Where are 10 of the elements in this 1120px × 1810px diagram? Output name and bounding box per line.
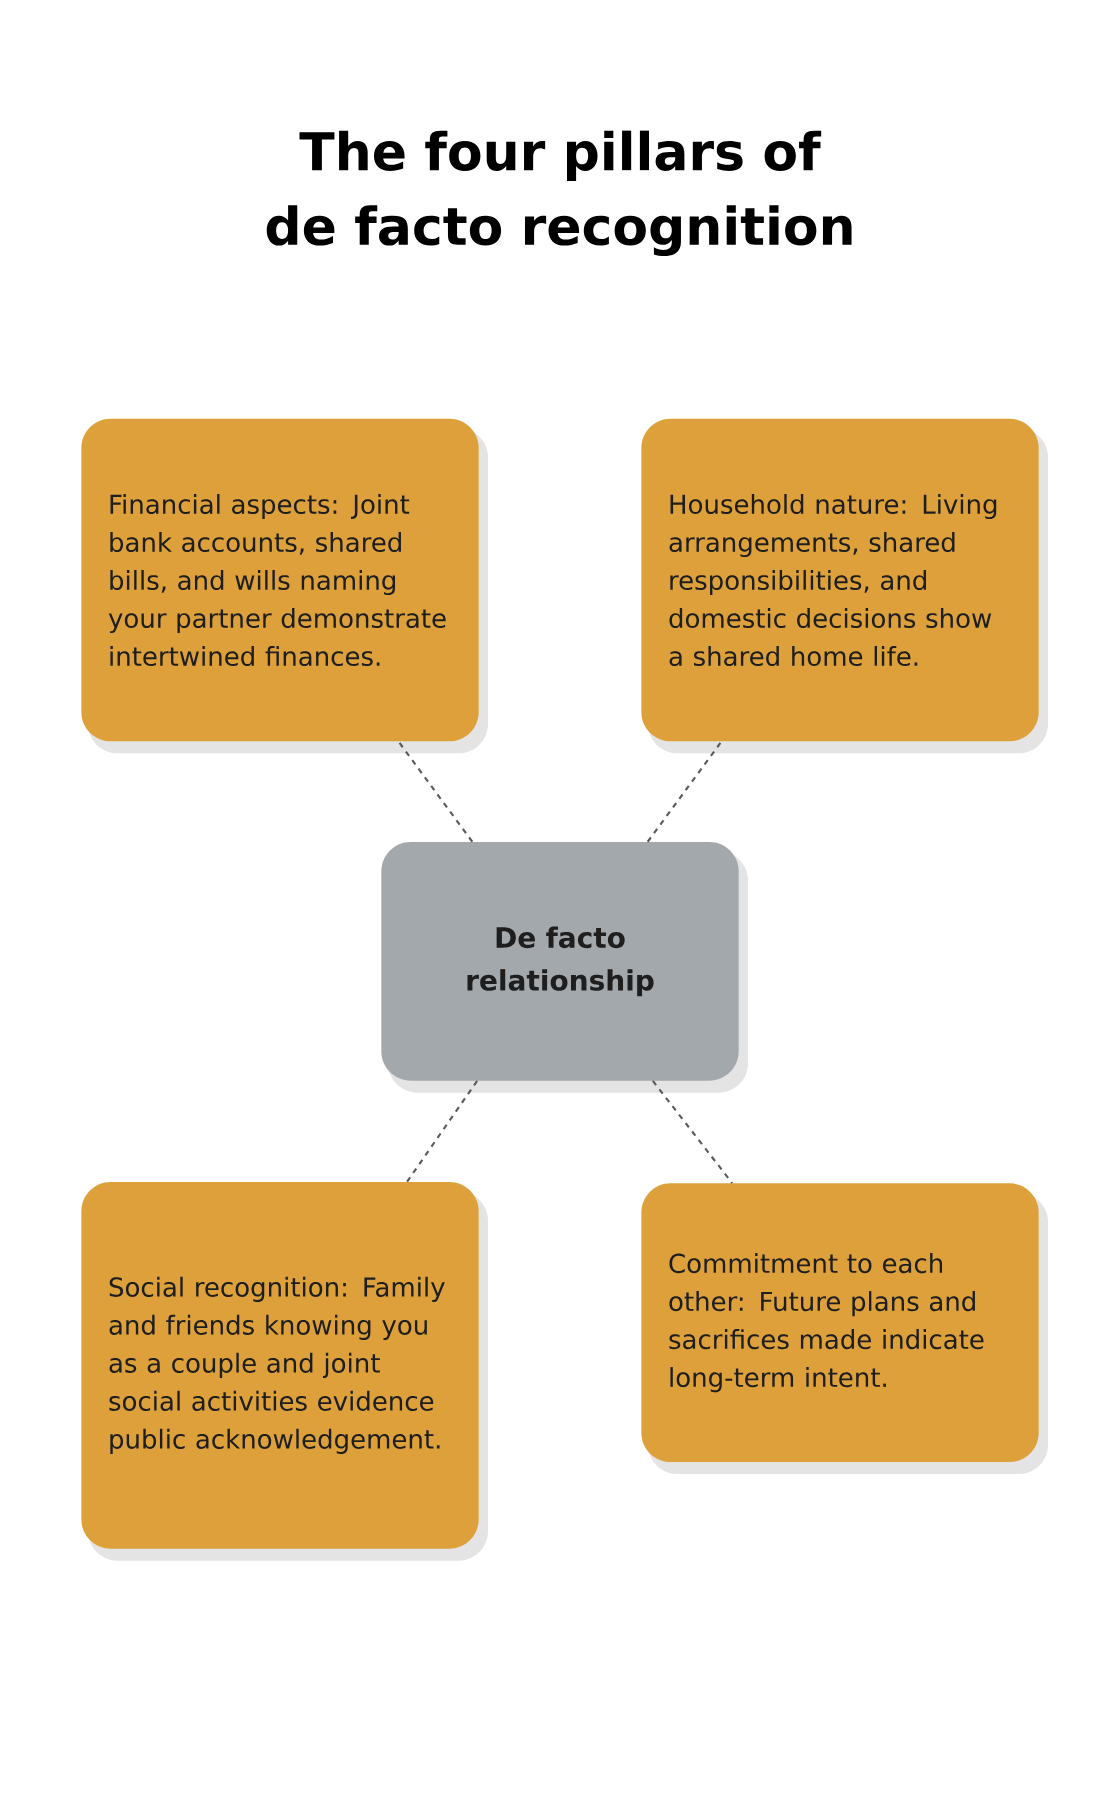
pillar-box: Commitment to each other: Future plans and sacrifices made indicate long-term intent. — [641, 1183, 1048, 1474]
connector-line — [646, 741, 723, 843]
connector-line — [652, 1080, 734, 1184]
pillar-box: Household nature: Living arrangements, shared responsibilities, and domestic decisions show a shared home life. — [641, 418, 1048, 754]
title: The four pillars of de facto recognition — [266, 130, 852, 257]
pillar-box: Social recognition: Family and friends knowing you as a couple and joint social activities evidence public acknowledgement. — [81, 1182, 488, 1561]
pillar-box: Financial aspects: Joint bank accounts, shared bills, and wills naming your partner demonstrate intertwined finances. — [81, 418, 488, 754]
connector-line — [397, 741, 474, 843]
connector-line — [406, 1080, 478, 1183]
center-box: De facto relationship — [381, 842, 748, 1093]
